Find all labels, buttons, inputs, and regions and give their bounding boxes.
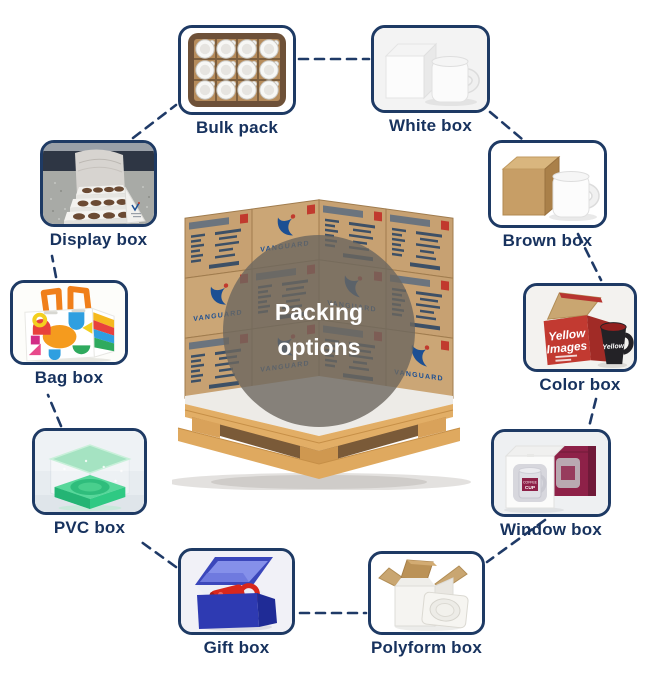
display-box-photo: [40, 140, 157, 227]
option-label: Color box: [539, 375, 621, 394]
option-label: Bulk pack: [195, 118, 279, 137]
option-label: Bag box: [34, 368, 104, 387]
option-card-white-box: White box: [371, 25, 490, 136]
option-label: Gift box: [203, 638, 270, 657]
connector-color-window: [587, 397, 598, 429]
option-label: Window box: [500, 520, 602, 539]
option-card-bag-box: Bag box: [10, 280, 128, 388]
heading-line1: Packing: [275, 299, 363, 325]
bulk-pack-photo: [178, 25, 296, 115]
option-card-window-box: COFFEE CUP Window box: [491, 429, 611, 540]
option-card-color-box: Yellow Images Yellow Color box: [523, 283, 637, 395]
white-box-photo: [371, 25, 490, 113]
watermark-line2: Images: [546, 339, 588, 356]
brand-mark-icon: [131, 202, 140, 212]
watermark-line1: Yellow: [548, 327, 587, 344]
bag-box-photo: [10, 280, 128, 365]
brown-box-photo: [488, 140, 607, 228]
option-card-pvc-box: PVC box: [32, 428, 147, 538]
option-card-polyform-box: Polyform box: [368, 551, 485, 658]
option-label: Polyform box: [370, 638, 483, 657]
connector-pvc-bag: [46, 393, 63, 428]
counter-speckles: [50, 182, 148, 220]
option-card-gift-box: Gift box: [178, 548, 295, 658]
polyform-box-photo: [368, 551, 485, 635]
connector-white-brown: [488, 110, 524, 141]
option-label: White box: [388, 116, 472, 135]
window-box-photo: COFFEE CUP: [491, 429, 611, 517]
mug-label-line1: COFFEE: [523, 481, 537, 485]
connector-bag-display: [50, 254, 58, 279]
mug-watermark: Yellow: [602, 343, 625, 352]
packing-options-overlay: Packing options: [223, 235, 415, 427]
color-box-photo: Yellow Images Yellow: [523, 283, 637, 372]
pvc-box-photo: [32, 428, 147, 515]
option-card-brown-box: Brown box: [488, 140, 607, 251]
option-card-bulk-pack: Bulk pack: [178, 25, 296, 138]
connector-gift-pvc: [138, 539, 178, 569]
foam-insert: [421, 591, 469, 629]
option-card-display-box: Display box: [40, 140, 157, 250]
option-label: Brown box: [502, 231, 593, 250]
connector-display-bulk: [131, 103, 178, 140]
mug-label-line2: CUP: [525, 485, 536, 491]
gift-box-photo: [178, 548, 295, 635]
heading-line2: options: [277, 334, 360, 360]
option-label: Display box: [49, 230, 148, 249]
pallet-photo: VANGUARD Packing options: [172, 199, 471, 490]
option-label: PVC box: [53, 518, 126, 537]
